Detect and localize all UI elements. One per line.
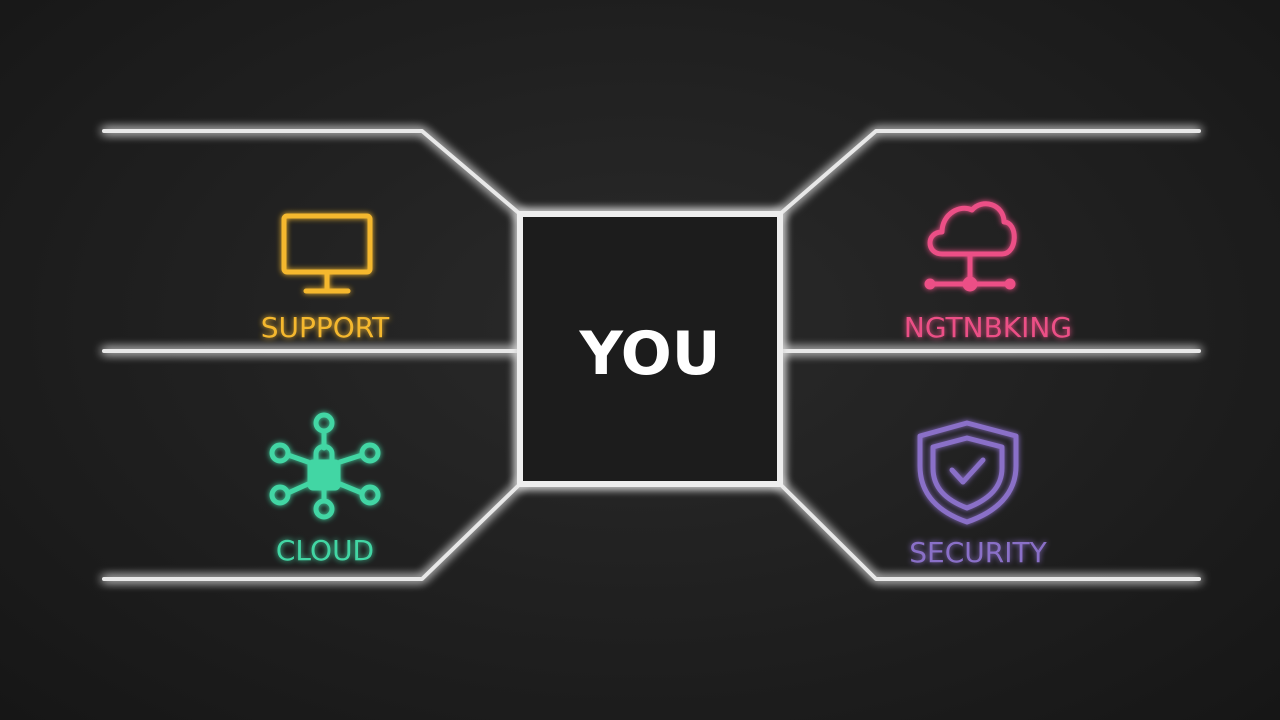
quadrant-cloud: CLOUD	[269, 412, 381, 567]
support-label: SUPPORT	[261, 311, 390, 344]
line-bottom-right	[778, 482, 1201, 581]
connector-lines	[102, 129, 1201, 581]
center-label: YOU	[578, 319, 720, 389]
cloud-label: CLOUD	[276, 534, 374, 567]
networking-label: NGTNBKING	[904, 311, 1072, 344]
center-box-fill	[525, 219, 775, 479]
line-top-right	[778, 129, 1201, 216]
quadrant-support: SUPPORT	[261, 213, 390, 344]
network-nodes-icon	[269, 412, 381, 520]
security-label: SECURITY	[909, 536, 1047, 569]
line-top-left	[102, 129, 522, 216]
shield-check-icon	[917, 420, 1019, 525]
cloud-network-icon	[924, 201, 1017, 292]
quadrant-security: SECURITY	[909, 420, 1048, 569]
quadrant-networking: NGTNBKING	[904, 201, 1072, 344]
center-node: YOU	[517, 211, 783, 487]
monitor-icon	[281, 213, 373, 294]
line-bottom-left	[102, 482, 522, 581]
